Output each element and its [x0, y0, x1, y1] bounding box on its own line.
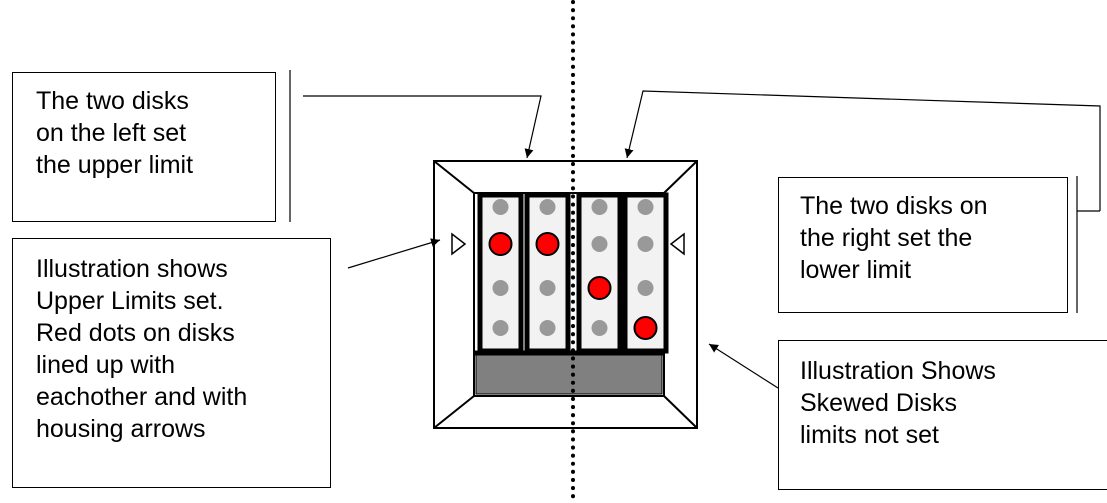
left-top-leader: [303, 95, 542, 159]
callout-line: the upper limit: [36, 151, 194, 179]
gray-dot: [492, 320, 509, 336]
left-bottom-leader: [347, 238, 441, 269]
gray-dot: [492, 280, 509, 296]
callout-line: on the left set: [36, 119, 187, 147]
gray-dot: [637, 236, 654, 252]
housing-base: [475, 352, 663, 395]
gray-dot: [539, 320, 556, 336]
callout-line: eachother and with: [36, 383, 248, 411]
callout-line: Upper Limits set.: [36, 287, 224, 315]
callout-line: Illustration Shows: [800, 357, 996, 385]
callout-line: The two disks on: [800, 192, 988, 220]
gray-dot: [539, 280, 556, 296]
gray-dot: [591, 236, 608, 252]
callout-line: Red dots on disks: [36, 319, 235, 347]
red-dot: [488, 232, 513, 256]
gray-dot: [492, 199, 509, 215]
gray-dot: [539, 199, 556, 215]
red-dot: [535, 232, 560, 256]
gray-dot: [591, 199, 608, 215]
callout-line: limits not set: [800, 421, 939, 449]
red-dot: [587, 276, 612, 300]
callout-line: The two disks: [36, 87, 189, 115]
callout-left-upper-limit: The two disks on the left set the upper …: [12, 72, 276, 222]
gray-dot: [637, 280, 654, 296]
callout-line: lined up with: [36, 351, 175, 379]
gray-dot: [591, 320, 608, 336]
callout-skewed-disks: Illustration Shows Skewed Disks limits n…: [778, 340, 1107, 490]
disk-group: [477, 192, 669, 354]
right-housing-arrow: [669, 232, 685, 256]
disk-1: [477, 192, 524, 354]
callout-line: Skewed Disks: [800, 389, 957, 417]
left-housing-arrow: [451, 232, 467, 256]
callout-line: Illustration shows: [36, 255, 228, 283]
right-bottom-leader: [708, 343, 779, 389]
red-dot: [633, 316, 658, 340]
right-top-leader: [624, 90, 1101, 211]
callout-right-lower-limit: The two disks on the right set the lower…: [778, 177, 1068, 313]
callout-line: lower limit: [800, 256, 912, 284]
callout-upper-limits-set: Illustration shows Upper Limits set. Red…: [12, 238, 331, 488]
callout-line: the right set the: [800, 224, 973, 252]
gray-dot: [637, 199, 654, 215]
callout-line: housing arrows: [36, 415, 206, 443]
